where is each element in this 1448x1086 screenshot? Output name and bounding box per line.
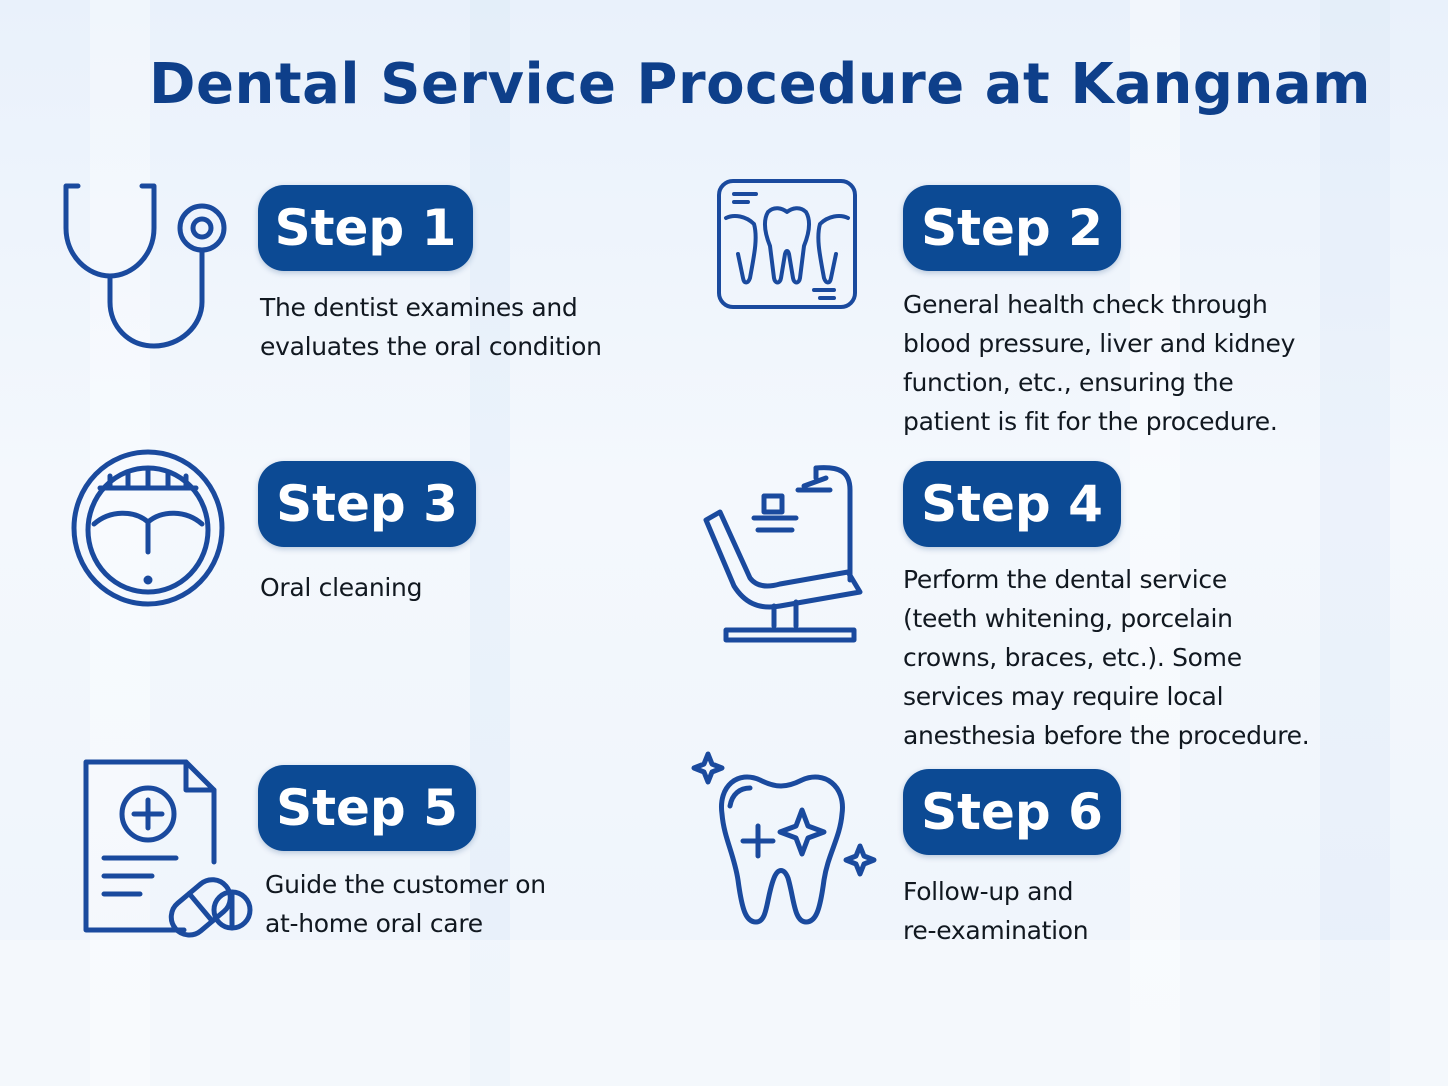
step-1-badge: Step 1 <box>258 185 473 271</box>
step-3-badge: Step 3 <box>258 461 476 547</box>
dental-chair-icon <box>700 460 872 652</box>
stethoscope-icon <box>58 178 234 354</box>
dental-xray-icon <box>716 178 858 310</box>
step-2-badge: Step 2 <box>903 185 1121 271</box>
step-3-description: Oral cleaning <box>260 573 423 602</box>
step-4-badge: Step 4 <box>903 461 1121 547</box>
step-5-description: Guide the customer on at-home oral care <box>265 870 546 938</box>
step-5-badge: Step 5 <box>258 765 476 851</box>
step-1-description: The dentist examines and evaluates the o… <box>260 293 602 361</box>
step-4-description: Perform the dental service (teeth whiten… <box>903 565 1310 750</box>
open-mouth-icon <box>70 448 226 608</box>
prescription-pill-icon <box>80 758 256 940</box>
step-2-description: General health check through blood press… <box>903 290 1296 436</box>
sparkling-tooth-icon <box>690 750 878 928</box>
step-6-badge: Step 6 <box>903 769 1121 855</box>
step-6-description: Follow-up and re-examination <box>903 877 1089 945</box>
page-title: Dental Service Procedure at Kangnam <box>149 52 1371 117</box>
